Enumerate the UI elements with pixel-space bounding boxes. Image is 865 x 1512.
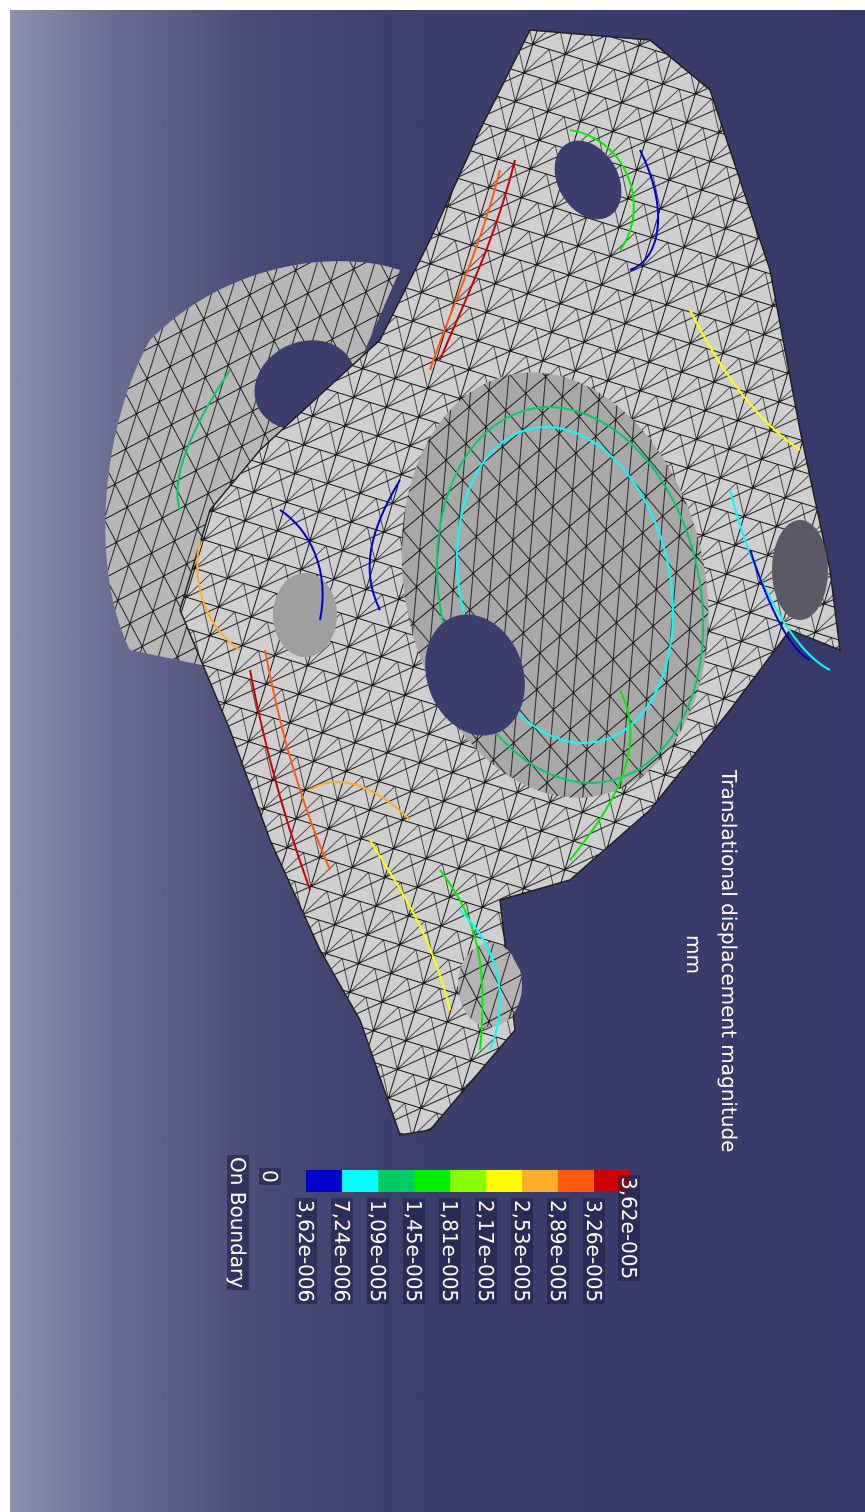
legend-tick: 3,62e-006: [294, 1198, 318, 1305]
color-swatch-5: [450, 1170, 486, 1192]
legend-tick: 1,45e-005: [402, 1198, 426, 1305]
fem-mesh-model: [105, 29, 841, 1136]
color-swatch-3: [522, 1170, 558, 1192]
3d-viewport[interactable]: Translational displacement magnitude mm …: [10, 10, 865, 1512]
color-swatch-2: [558, 1170, 594, 1192]
legend-tick: 0: [258, 1168, 282, 1185]
legend-tick: 7,24e-006: [330, 1198, 354, 1305]
mounting-holes: [273, 140, 828, 1027]
legend-tick: 2,89e-005: [546, 1198, 570, 1305]
legend-tick: 2,53e-005: [510, 1198, 534, 1305]
color-swatch-6: [414, 1170, 450, 1192]
legend-footer: On Boundary: [226, 1155, 250, 1291]
legend-tick: 1,09e-005: [366, 1198, 390, 1305]
legend-unit: mm: [682, 935, 706, 974]
legend-tick: 3,26e-005: [582, 1198, 606, 1305]
legend-title: Translational displacement magnitude: [717, 770, 741, 1153]
color-swatch-8: [342, 1170, 378, 1192]
color-swatch-7: [378, 1170, 414, 1192]
color-swatch-9: [306, 1170, 342, 1192]
contour-lines: [176, 129, 831, 1051]
central-bore: [401, 372, 709, 798]
legend-tick: 3,62e-005: [617, 1175, 641, 1282]
legend-tick: 2,17e-005: [474, 1198, 498, 1305]
color-swatch-4: [486, 1170, 522, 1192]
color-scale-legend: Translational displacement magnitude mm …: [225, 770, 745, 1390]
legend-tick: 1,81e-005: [438, 1198, 462, 1305]
